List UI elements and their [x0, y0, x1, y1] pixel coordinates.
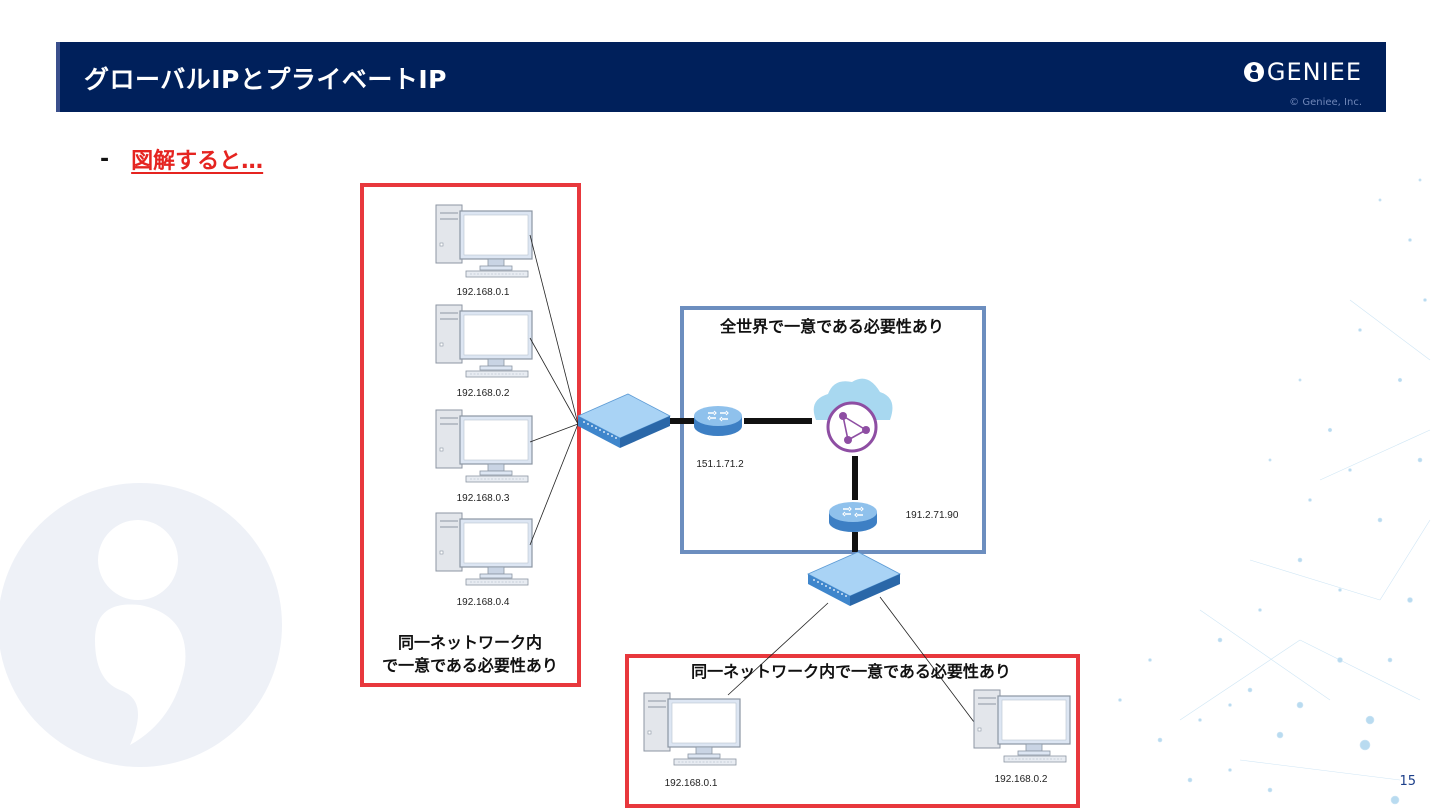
bottom-pc-ip: 192.168.0.2	[995, 774, 1048, 785]
pc-icon	[973, 689, 1071, 763]
global-box-label: 全世界で一意である必要性あり	[719, 317, 944, 336]
copyright-text: © Geniee, Inc.	[1289, 97, 1362, 108]
left-network-links	[529, 234, 579, 546]
header-bar: グローバルIPとプライベートIP GENIEE © Geniee, Inc.	[56, 42, 1386, 112]
left-network-label-line1: 同一ネットワーク内	[398, 633, 542, 652]
router-icon	[693, 405, 743, 437]
wan-links	[668, 418, 858, 552]
left-pc-ip: 192.168.0.2	[457, 388, 510, 399]
subheading-text: 図解すると…	[131, 149, 264, 174]
geniee-logo-text: GENIEE	[1266, 58, 1362, 86]
slide-title: グローバルIPとプライベートIP	[84, 65, 448, 94]
pc-icon	[435, 304, 533, 378]
pc-icon	[643, 692, 741, 766]
subheading-bullet: -	[100, 146, 110, 172]
router-left-ip: 151.1.71.2	[696, 459, 744, 470]
pc-icon	[435, 204, 533, 278]
left-switch-icon	[577, 393, 671, 449]
internet-cloud-icon	[813, 378, 893, 453]
watermark-body	[95, 604, 186, 745]
router-icon	[828, 501, 878, 533]
geniee-logo: GENIEE	[1243, 58, 1362, 86]
bottom-pc-ip: 192.168.0.1	[665, 778, 718, 789]
pc-icon	[435, 512, 533, 586]
particle-field	[1118, 178, 1431, 805]
watermark-head	[98, 520, 178, 600]
global-network-box	[680, 306, 986, 554]
left-pc-ip: 192.168.0.4	[457, 597, 510, 608]
bottom-network-box	[625, 654, 1080, 808]
bottom-network-label: 同一ネットワーク内で一意である必要性あり	[691, 662, 1011, 681]
pc-icon	[435, 409, 533, 483]
left-pc-ip: 192.168.0.3	[457, 493, 510, 504]
bottom-switch-icon	[807, 551, 901, 607]
left-network-label-line2: で一意である必要性あり	[382, 656, 558, 675]
router-bottom-ip: 191.2.71.90	[906, 510, 959, 521]
page-number: 15	[1399, 774, 1416, 789]
header-accent-stripe	[56, 42, 60, 112]
left-pc-ip: 192.168.0.1	[457, 287, 510, 298]
bottom-network-links	[727, 596, 978, 727]
geniee-logo-icon	[1243, 62, 1264, 82]
subheading: - 図解すると…	[100, 143, 263, 175]
left-network-box	[360, 183, 581, 687]
